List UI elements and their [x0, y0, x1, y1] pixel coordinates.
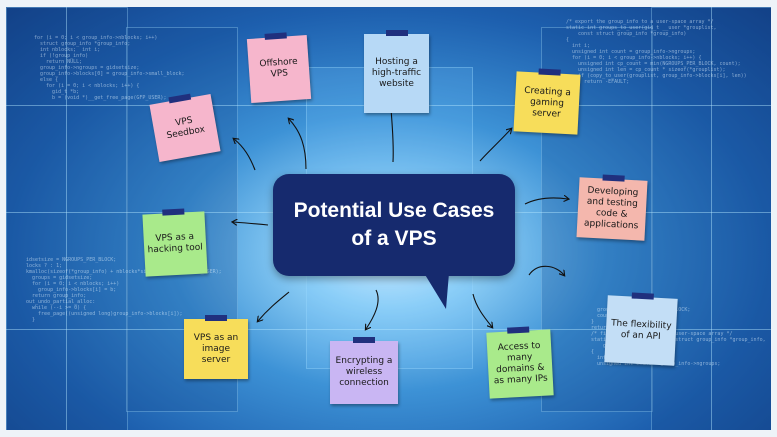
- note-encrypting-text: Encrypting a wireless connection: [335, 356, 393, 388]
- note-tape: [538, 68, 561, 76]
- note-seedbox-text: VPS Seedbox: [165, 115, 206, 142]
- arrow-to-seedbox: [234, 139, 256, 171]
- server-rack-left: [6, 7, 128, 430]
- note-hacking-text: VPS as a hacking tool: [147, 232, 204, 256]
- arrow-to-hosting: [391, 108, 393, 163]
- note-developing-text: Developing and testing code & applicatio…: [583, 185, 639, 232]
- main-title: Potential Use Cases of a VPS: [293, 199, 495, 250]
- note-tape: [205, 315, 227, 321]
- note-offshore: Offshore VPS: [246, 32, 312, 104]
- arrow-to-developing: [524, 198, 568, 205]
- note-hosting-text: Hosting a high-traffic website: [371, 57, 422, 89]
- note-developing: Developing and testing code & applicatio…: [576, 174, 648, 241]
- note-gaming-text: Creating a gaming server: [524, 85, 572, 120]
- note-image-text: VPS as an image server: [193, 332, 239, 365]
- arrow-to-domains: [472, 293, 492, 327]
- code-texture: /* export the group_info to a user-space…: [566, 19, 747, 85]
- note-tape: [507, 326, 530, 334]
- note-tape: [264, 32, 287, 40]
- note-tape: [631, 292, 654, 300]
- bubble-tail: [424, 273, 449, 309]
- note-image: VPS as an image server: [184, 315, 248, 379]
- arrow-to-hacking: [233, 222, 269, 225]
- note-tape: [162, 208, 185, 216]
- note-api: The flexibility of an API: [604, 292, 678, 366]
- light-line: [6, 329, 771, 330]
- code-texture: for (i = 0; i < group_info->nblocks; i++…: [34, 35, 185, 101]
- arrow-to-gaming: [479, 129, 511, 162]
- note-tape: [386, 30, 408, 36]
- server-room-background: for (i = 0; i < group_info->nblocks; i++…: [6, 7, 771, 430]
- arrow-to-api: [528, 265, 564, 275]
- note-seedbox: VPS Seedbox: [149, 93, 221, 162]
- arrow-to-offshore: [289, 119, 307, 170]
- note-tape: [353, 337, 375, 343]
- note-hosting: Hosting a high-traffic website: [364, 30, 429, 113]
- note-api-text: The flexibility of an API: [610, 317, 672, 342]
- note-offshore-text: Offshore VPS: [259, 56, 298, 80]
- title-bubble: Potential Use Cases of a VPS: [273, 174, 515, 276]
- light-line: [66, 7, 67, 430]
- arrow-to-encrypting: [366, 289, 379, 329]
- connector-arrows: [6, 7, 771, 430]
- note-domains-text: Access to many domains & as many IPs: [493, 340, 548, 387]
- note-tape: [602, 174, 625, 182]
- note-gaming: Creating a gaming server: [513, 68, 581, 135]
- note-hacking: VPS as a hacking tool: [142, 208, 208, 277]
- note-encrypting: Encrypting a wireless connection: [330, 337, 398, 404]
- note-domains: Access to many domains & as many IPs: [486, 326, 554, 399]
- arrow-to-image: [258, 291, 290, 321]
- light-line: [711, 7, 712, 430]
